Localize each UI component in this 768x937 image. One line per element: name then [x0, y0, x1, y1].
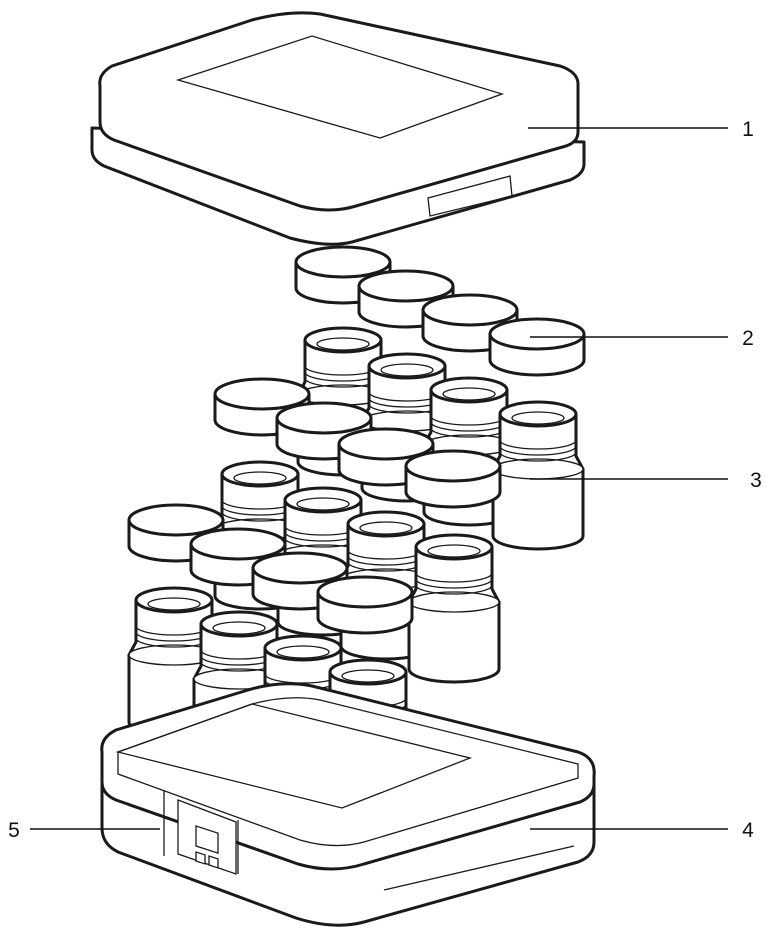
leader-lines: [30, 127, 728, 830]
callout-number-5: 5: [8, 819, 20, 842]
callout-number-3: 3: [750, 469, 762, 492]
cap-8: [404, 449, 502, 509]
cap-4: [488, 317, 586, 377]
callout-number-4: 4: [742, 819, 754, 842]
base-tray: [100, 682, 596, 927]
jar-8: [407, 533, 501, 684]
callout-number-2: 2: [742, 327, 754, 350]
button-left-icon: [195, 851, 206, 865]
button-right-icon: [208, 855, 219, 869]
callout-number-1: 1: [742, 118, 754, 141]
jar-7: [491, 400, 585, 551]
lid: [90, 11, 586, 246]
cap-12: [316, 575, 414, 635]
control-panel: [177, 799, 237, 875]
display-icon: [195, 825, 219, 855]
